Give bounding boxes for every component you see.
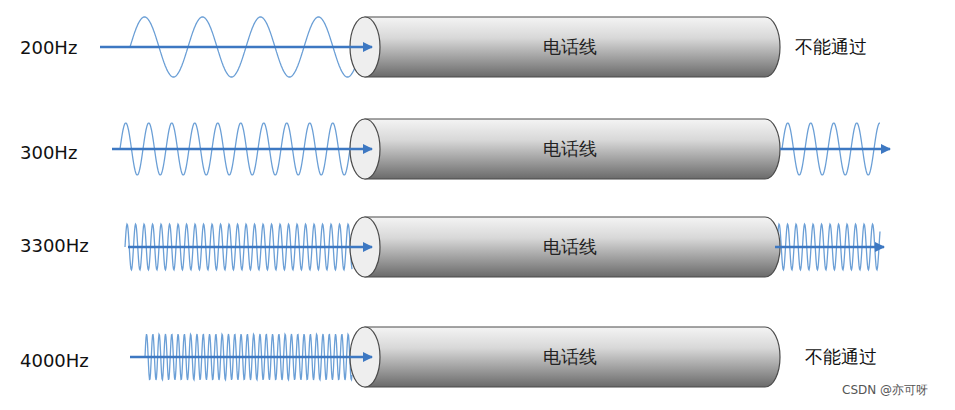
cable-label-area: 电话线 [390,124,750,174]
frequency-label: 200Hz [20,37,77,58]
watermark: CSDN @亦可呀 [840,382,930,399]
cable-name: 电话线 [543,137,597,161]
blocked-note: 不能通过 [795,35,867,59]
cable-label-area: 电话线 [390,222,750,272]
frequency-label: 300Hz [20,142,77,163]
cable-label-area: 电话线 [390,332,750,382]
cable-cylinder [350,119,780,179]
cable-name: 电话线 [543,235,597,259]
cable-label-area: 电话线 [390,22,750,72]
cable-cylinder [350,217,780,277]
frequency-label: 3300Hz [20,235,89,256]
signal-waves [120,17,880,380]
cable-cylinder [350,327,780,387]
cable-cylinder [350,17,780,77]
signal-arrows [100,47,890,357]
blocked-note: 不能通过 [805,345,877,369]
frequency-label: 4000Hz [20,350,89,371]
cable-name: 电话线 [543,35,597,59]
cable-name: 电话线 [543,345,597,369]
